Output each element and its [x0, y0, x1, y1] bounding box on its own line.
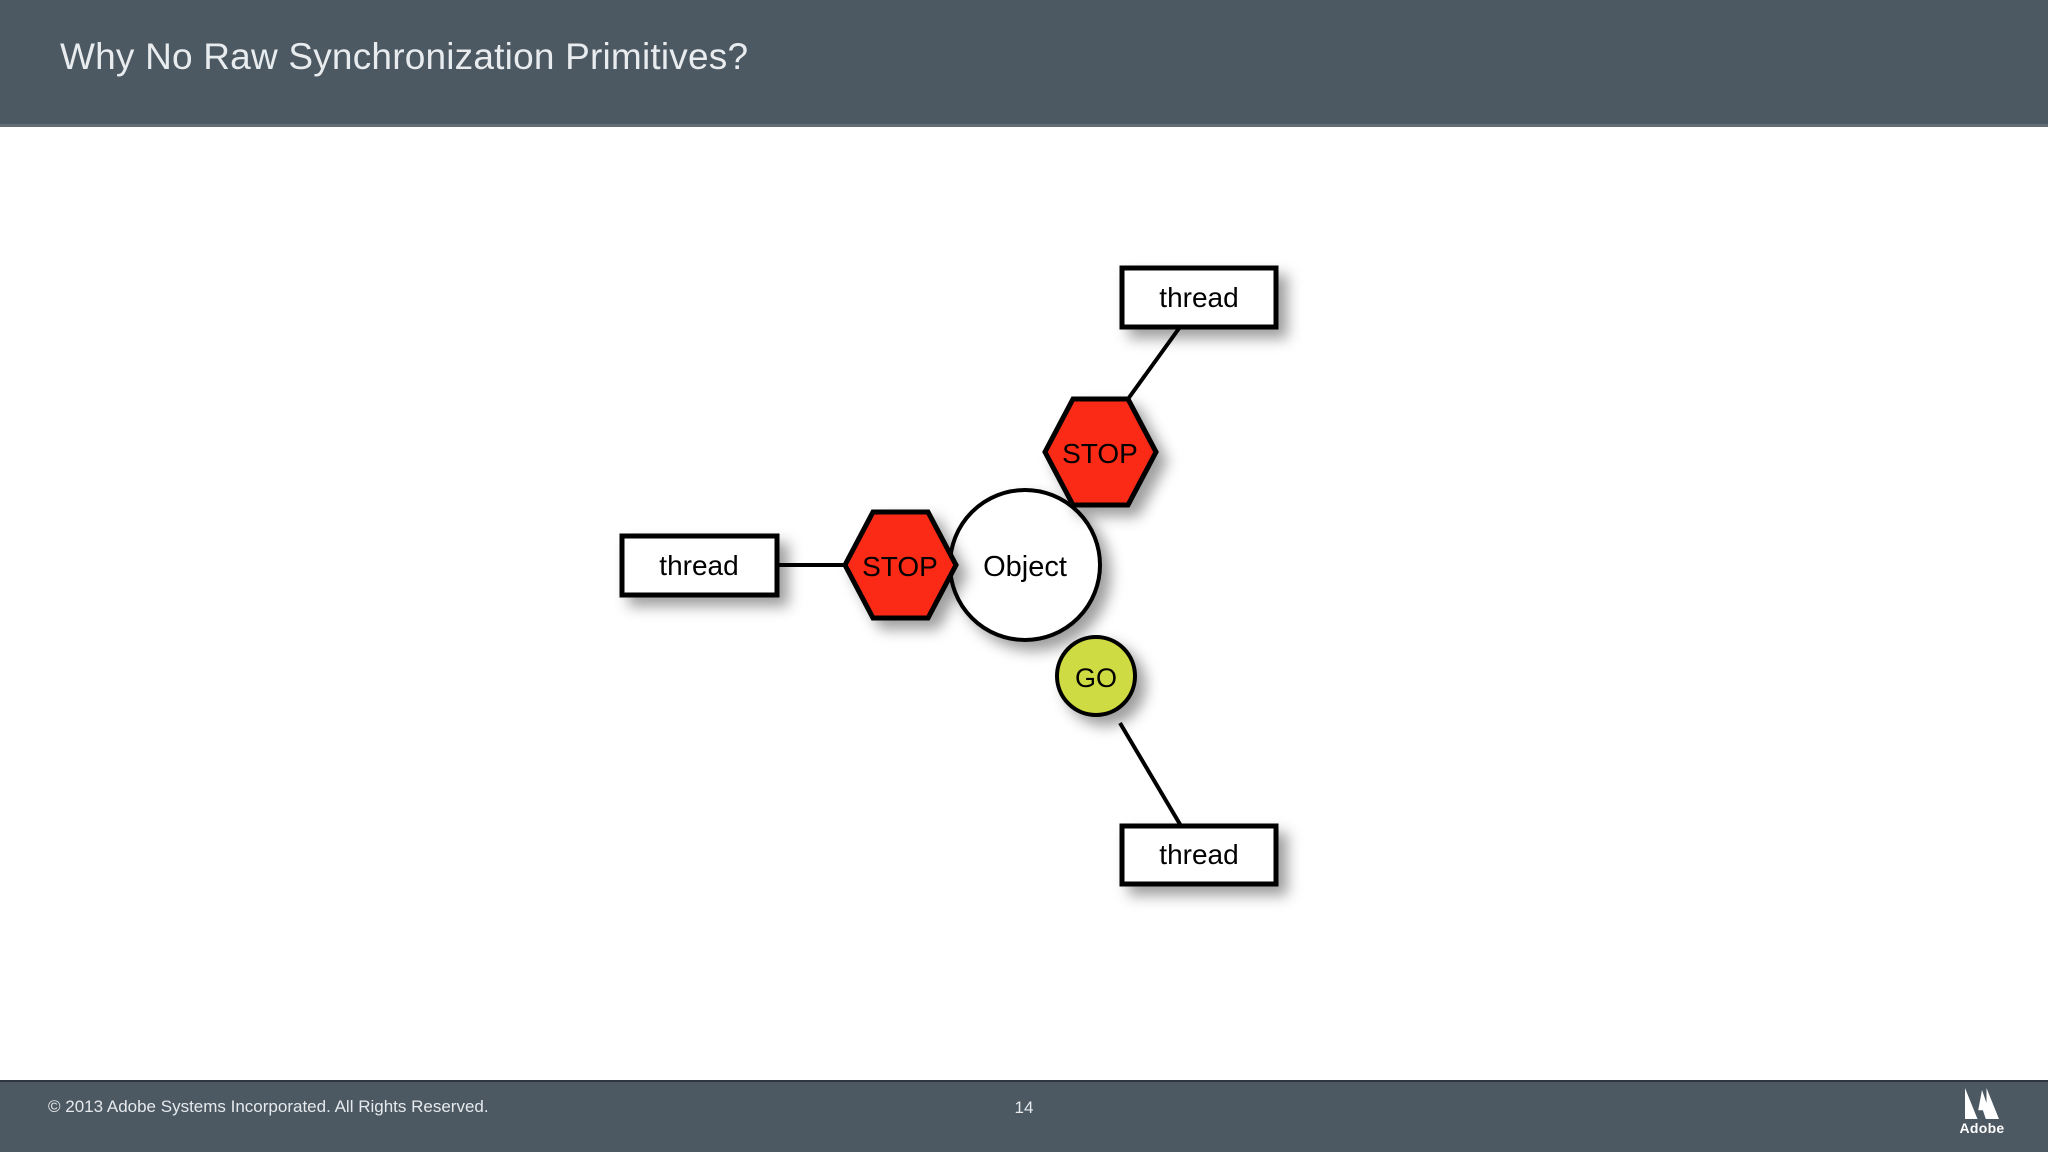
- stop-hexagon-left: [842, 509, 959, 621]
- stop-hexagon-top-label: STOP: [1062, 438, 1138, 469]
- page-number: 14: [1014, 1098, 1034, 1117]
- stop-node-left[interactable]: STOP: [842, 509, 959, 621]
- go-node[interactable]: GO: [1055, 635, 1137, 717]
- thread-node-bottom[interactable]: thread: [1119, 823, 1279, 887]
- adobe-a-mark-icon: [1965, 1088, 1999, 1119]
- go-circle: [1055, 635, 1137, 717]
- page-title: Why No Raw Synchronization Primitives?: [60, 36, 749, 77]
- thread-box-bottom-label: thread: [1159, 839, 1238, 870]
- stop-node-top[interactable]: STOP: [1042, 396, 1159, 508]
- thread-box-top-label: thread: [1159, 282, 1238, 313]
- object-circle-label: Object: [983, 551, 1067, 583]
- thread-object-lock-diagram: thread thread thread Object STOP STOP: [619, 265, 1279, 887]
- thread-node-top[interactable]: thread: [1119, 265, 1279, 330]
- thread-node-left[interactable]: thread: [619, 533, 780, 598]
- thread-box-top: [1119, 265, 1279, 330]
- edge-thread-top-to-stop-top: [1126, 325, 1182, 401]
- go-circle-label: GO: [1075, 663, 1117, 693]
- edge-go-to-thread-bottom: [1118, 721, 1183, 828]
- slide-body: thread thread thread Object STOP STOP: [0, 127, 2048, 1080]
- thread-box-left-label: thread: [659, 550, 738, 581]
- thread-box-bottom: [1119, 823, 1279, 887]
- adobe-logo: Adobe: [1942, 1088, 2022, 1146]
- slide-footer: © 2013 Adobe Systems Incorporated. All R…: [0, 1080, 2048, 1152]
- adobe-wordmark: Adobe: [1959, 1120, 2005, 1136]
- object-node[interactable]: Object: [948, 488, 1102, 642]
- stop-hexagon-left-label: STOP: [862, 551, 938, 582]
- stop-hexagon-top: [1042, 396, 1159, 508]
- copyright-text: © 2013 Adobe Systems Incorporated. All R…: [48, 1097, 489, 1116]
- slide-header: Why No Raw Synchronization Primitives?: [0, 0, 2048, 127]
- connector-lines: [775, 325, 1183, 828]
- thread-box-left: [619, 533, 780, 598]
